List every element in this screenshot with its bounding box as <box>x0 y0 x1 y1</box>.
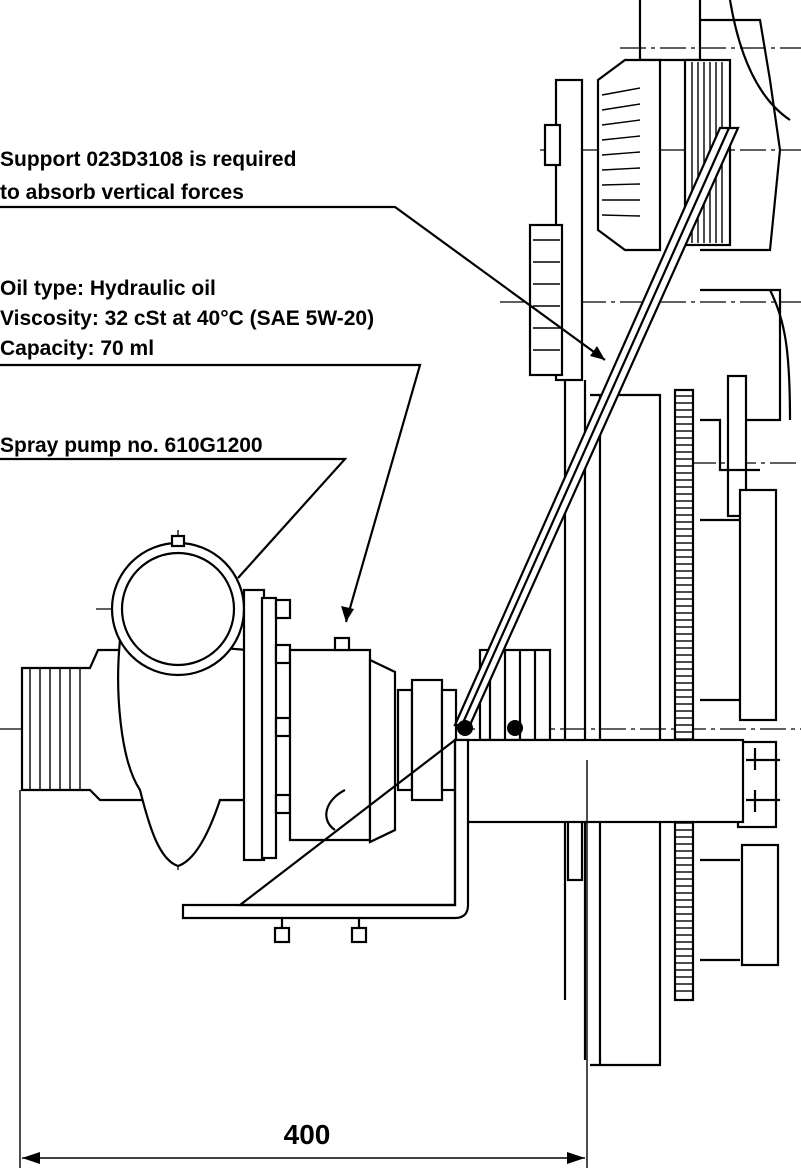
spray-pump-note: Spray pump no. 610G1200 <box>0 434 263 457</box>
engine-assembly <box>528 0 792 1067</box>
support-note-line1: Support 023D3108 is required <box>0 148 296 171</box>
oil-type-note: Oil type: Hydraulic oil <box>0 277 216 300</box>
spray-pump <box>20 534 552 868</box>
support-bracket <box>181 126 745 944</box>
viscosity-note: Viscosity: 32 cSt at 40°C (SAE 5W-20) <box>0 307 374 330</box>
support-note-line2: to absorb vertical forces <box>0 181 244 204</box>
dimension-400: 400 <box>19 760 588 1168</box>
leader-lines <box>0 205 606 623</box>
capacity-note: Capacity: 70 ml <box>0 337 154 360</box>
dimension-value: 400 <box>284 1119 331 1150</box>
